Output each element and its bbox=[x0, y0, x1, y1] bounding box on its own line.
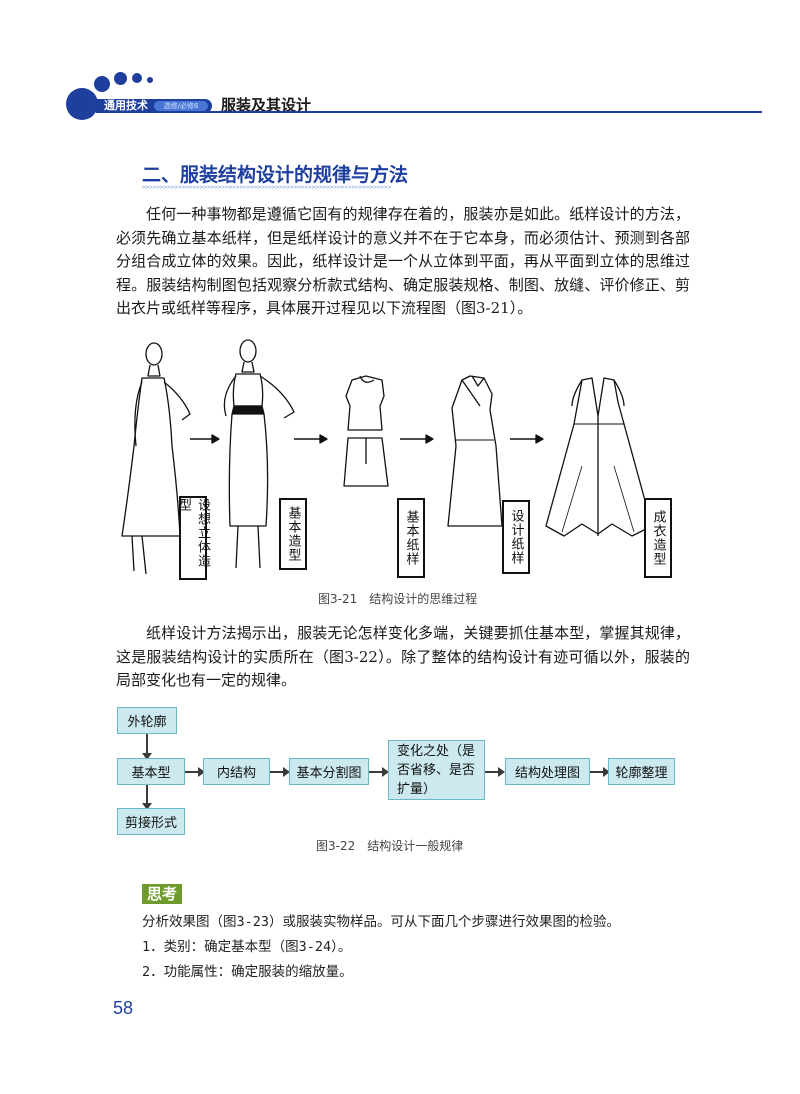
header-dot-5 bbox=[147, 77, 153, 83]
stage-label-basic-pattern: 基本纸样 bbox=[397, 498, 425, 578]
arrow-inner-to-division bbox=[270, 767, 290, 777]
header-rule bbox=[100, 111, 762, 113]
header-dot-1 bbox=[66, 88, 98, 120]
sketch-design-pattern bbox=[447, 375, 503, 527]
page-number: 58 bbox=[113, 998, 134, 1018]
arrow-basic-to-cut bbox=[142, 785, 152, 810]
arrow-division-to-change bbox=[369, 767, 389, 777]
stage-label-imagined-form: 设想立体造型 bbox=[176, 496, 210, 580]
header-title: 服装及其设计 bbox=[221, 96, 312, 114]
figure-3-22-caption: 图3-22 结构设计一般规律 bbox=[316, 839, 464, 853]
header-series-tag: 选修/必修6 bbox=[154, 101, 208, 111]
box-inner-structure: 内结构 bbox=[203, 758, 270, 785]
section-title: 二、服装结构设计的规律与方法 bbox=[142, 164, 409, 186]
box-outline-finish: 轮廓整理 bbox=[608, 758, 675, 785]
arrow-basic-to-inner bbox=[185, 767, 205, 777]
header-dot-3 bbox=[114, 72, 127, 85]
paragraph-2: 纸样设计方法揭示出，服装无论怎样变化多端，关键要抓住基本型，掌握其规律，这是服装… bbox=[116, 622, 690, 693]
header-series: 通用技术 bbox=[104, 99, 148, 112]
arrow-change-to-process bbox=[485, 767, 505, 777]
box-change-points: 变化之处（是否省移、是否扩量） bbox=[388, 740, 485, 800]
think-line-2: 1．类别：确定基本型（图3-24）。 bbox=[142, 939, 352, 955]
box-structure-process: 结构处理图 bbox=[505, 758, 590, 785]
box-basic-division: 基本分割图 bbox=[289, 758, 369, 785]
header-dot-4 bbox=[132, 73, 142, 83]
think-line-3: 2．功能属性：确定服装的缩放量。 bbox=[142, 964, 353, 980]
figure-3-21-caption: 图3-21 结构设计的思维过程 bbox=[318, 592, 478, 606]
think-line-1: 分析效果图（图3-23）或服装实物样品。可从下面几个步骤进行效果图的检验。 bbox=[142, 914, 621, 930]
arrow-process-to-finish bbox=[590, 767, 610, 777]
arrow-outline-to-basic bbox=[142, 734, 152, 760]
paragraph-1: 任何一种事物都是遵循它固有的规律存在着的，服装亦是如此。纸样设计的方法，必须先确… bbox=[116, 203, 690, 321]
think-label: 思考 bbox=[142, 884, 182, 904]
paragraph-1-text: 任何一种事物都是遵循它固有的规律存在着的，服装亦是如此。纸样设计的方法，必须先确… bbox=[116, 205, 690, 318]
paragraph-2-text: 纸样设计方法揭示出，服装无论怎样变化多端，关键要抓住基本型，掌握其规律，这是服装… bbox=[116, 624, 690, 690]
header-dot-2 bbox=[94, 76, 110, 92]
stage-label-design-pattern: 设计纸样 bbox=[502, 500, 530, 574]
section-rule: >>>>>>>>>>>>>>>>>>>>>>>>>>>>>>>>>>>>>>>>… bbox=[142, 185, 392, 191]
stage-label-basic-form: 基本造型 bbox=[279, 498, 307, 570]
sketch-basic-pattern bbox=[343, 375, 389, 487]
box-basic-type: 基本型 bbox=[117, 758, 185, 785]
stage-label-finished-garment: 成衣造型 bbox=[644, 498, 672, 578]
box-cut-form: 剪接形式 bbox=[117, 808, 185, 835]
box-outline: 外轮廓 bbox=[117, 707, 177, 734]
sketch-basic-form bbox=[223, 339, 295, 569]
figure-3-21 bbox=[121, 339, 653, 575]
sketch-finished-garment bbox=[545, 377, 653, 537]
